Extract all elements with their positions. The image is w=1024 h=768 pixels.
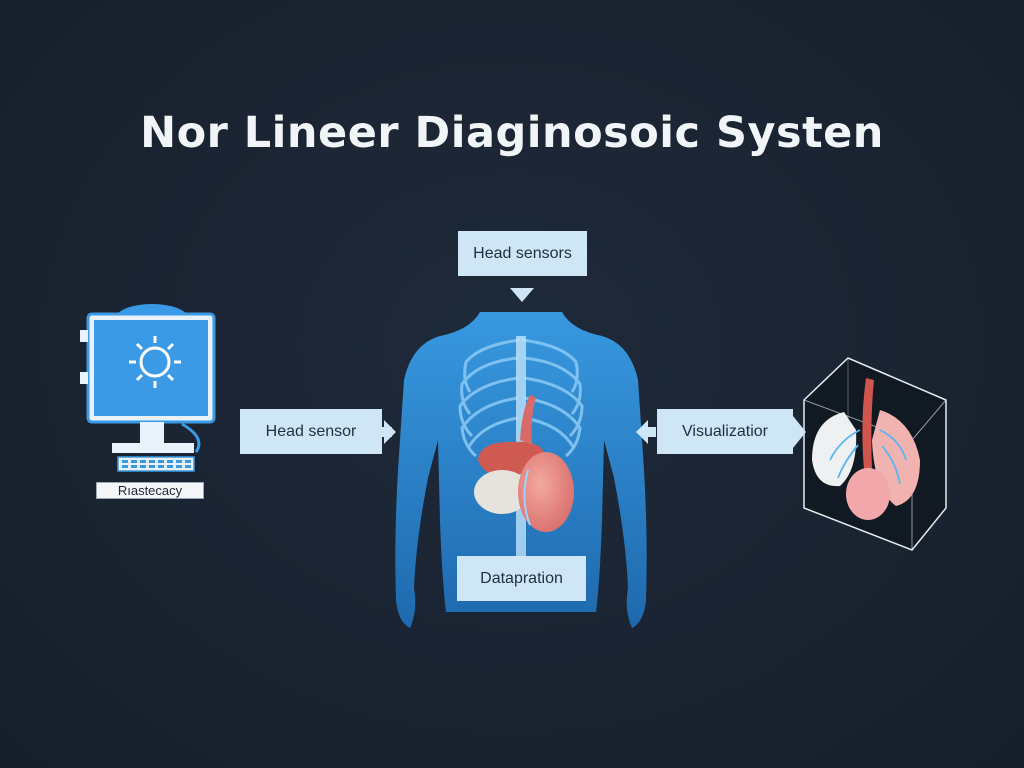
lungs-3d-cube-icon xyxy=(803,357,947,551)
kidney xyxy=(518,452,574,532)
heart-vessel xyxy=(862,378,874,470)
computer-caption: Rıastecacy xyxy=(96,482,204,499)
diagram-title: Nor Lineer Diaginosoic Systen xyxy=(140,108,884,158)
human-torso-xray-icon xyxy=(395,312,647,628)
stomach xyxy=(846,468,890,520)
sun-icon xyxy=(129,336,181,388)
node-head-sensors: Head sensors xyxy=(458,231,587,276)
ribcage xyxy=(458,338,584,458)
monitor-icon xyxy=(80,304,216,472)
aorta xyxy=(520,395,536,445)
node-data-preparation: Datapration xyxy=(457,556,586,601)
node-head-sensor: Head sensor xyxy=(240,409,382,454)
node-visualization: Visualizatior xyxy=(657,409,793,454)
arrow-left xyxy=(636,420,648,444)
left-lung xyxy=(812,412,857,487)
intestine xyxy=(474,470,530,514)
arrow-right-2 xyxy=(793,416,806,448)
arrow-down xyxy=(510,288,534,302)
